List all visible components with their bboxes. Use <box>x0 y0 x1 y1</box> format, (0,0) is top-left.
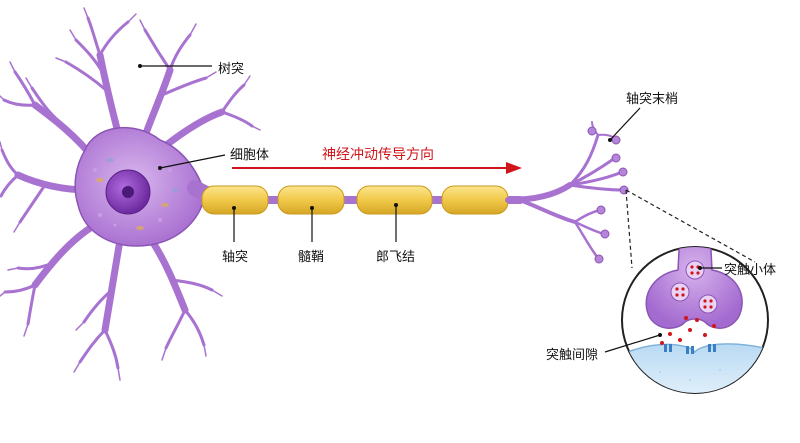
myelin-segment <box>441 185 509 215</box>
axon-terminals <box>505 121 624 260</box>
receptors <box>664 344 716 354</box>
label-synaptic-cleft: 突触间隙 <box>546 348 599 363</box>
synapse-magnified <box>621 246 769 394</box>
label-axon: 轴突 <box>222 250 249 265</box>
label-synaptic-vesicle: 突触小体 <box>724 263 777 278</box>
label-myelin-sheath: 髓鞘 <box>298 250 325 265</box>
label-axon-terminal: 轴突末梢 <box>626 92 679 107</box>
myelin-segment <box>356 185 433 215</box>
myelin-segment <box>277 185 345 215</box>
myelin-sheaths <box>201 185 509 215</box>
leader-dots <box>138 64 702 337</box>
zoom-guides <box>625 189 756 269</box>
label-impulse-direction: 神经冲动传导方向 <box>322 147 434 163</box>
nucleus <box>105 169 151 215</box>
neurotransmitters <box>660 316 716 345</box>
label-dendrite: 树突 <box>218 62 245 77</box>
label-node-of-ranvier: 郎飞结 <box>376 250 416 265</box>
myelin-segment <box>201 185 269 215</box>
leader-lines <box>140 65 722 353</box>
synaptic-vesicles <box>670 260 718 314</box>
dendrites <box>0 7 261 381</box>
terminal-buttons <box>587 126 629 264</box>
label-cell-body: 细胞体 <box>230 148 270 163</box>
right-arrow-icon <box>232 162 522 174</box>
